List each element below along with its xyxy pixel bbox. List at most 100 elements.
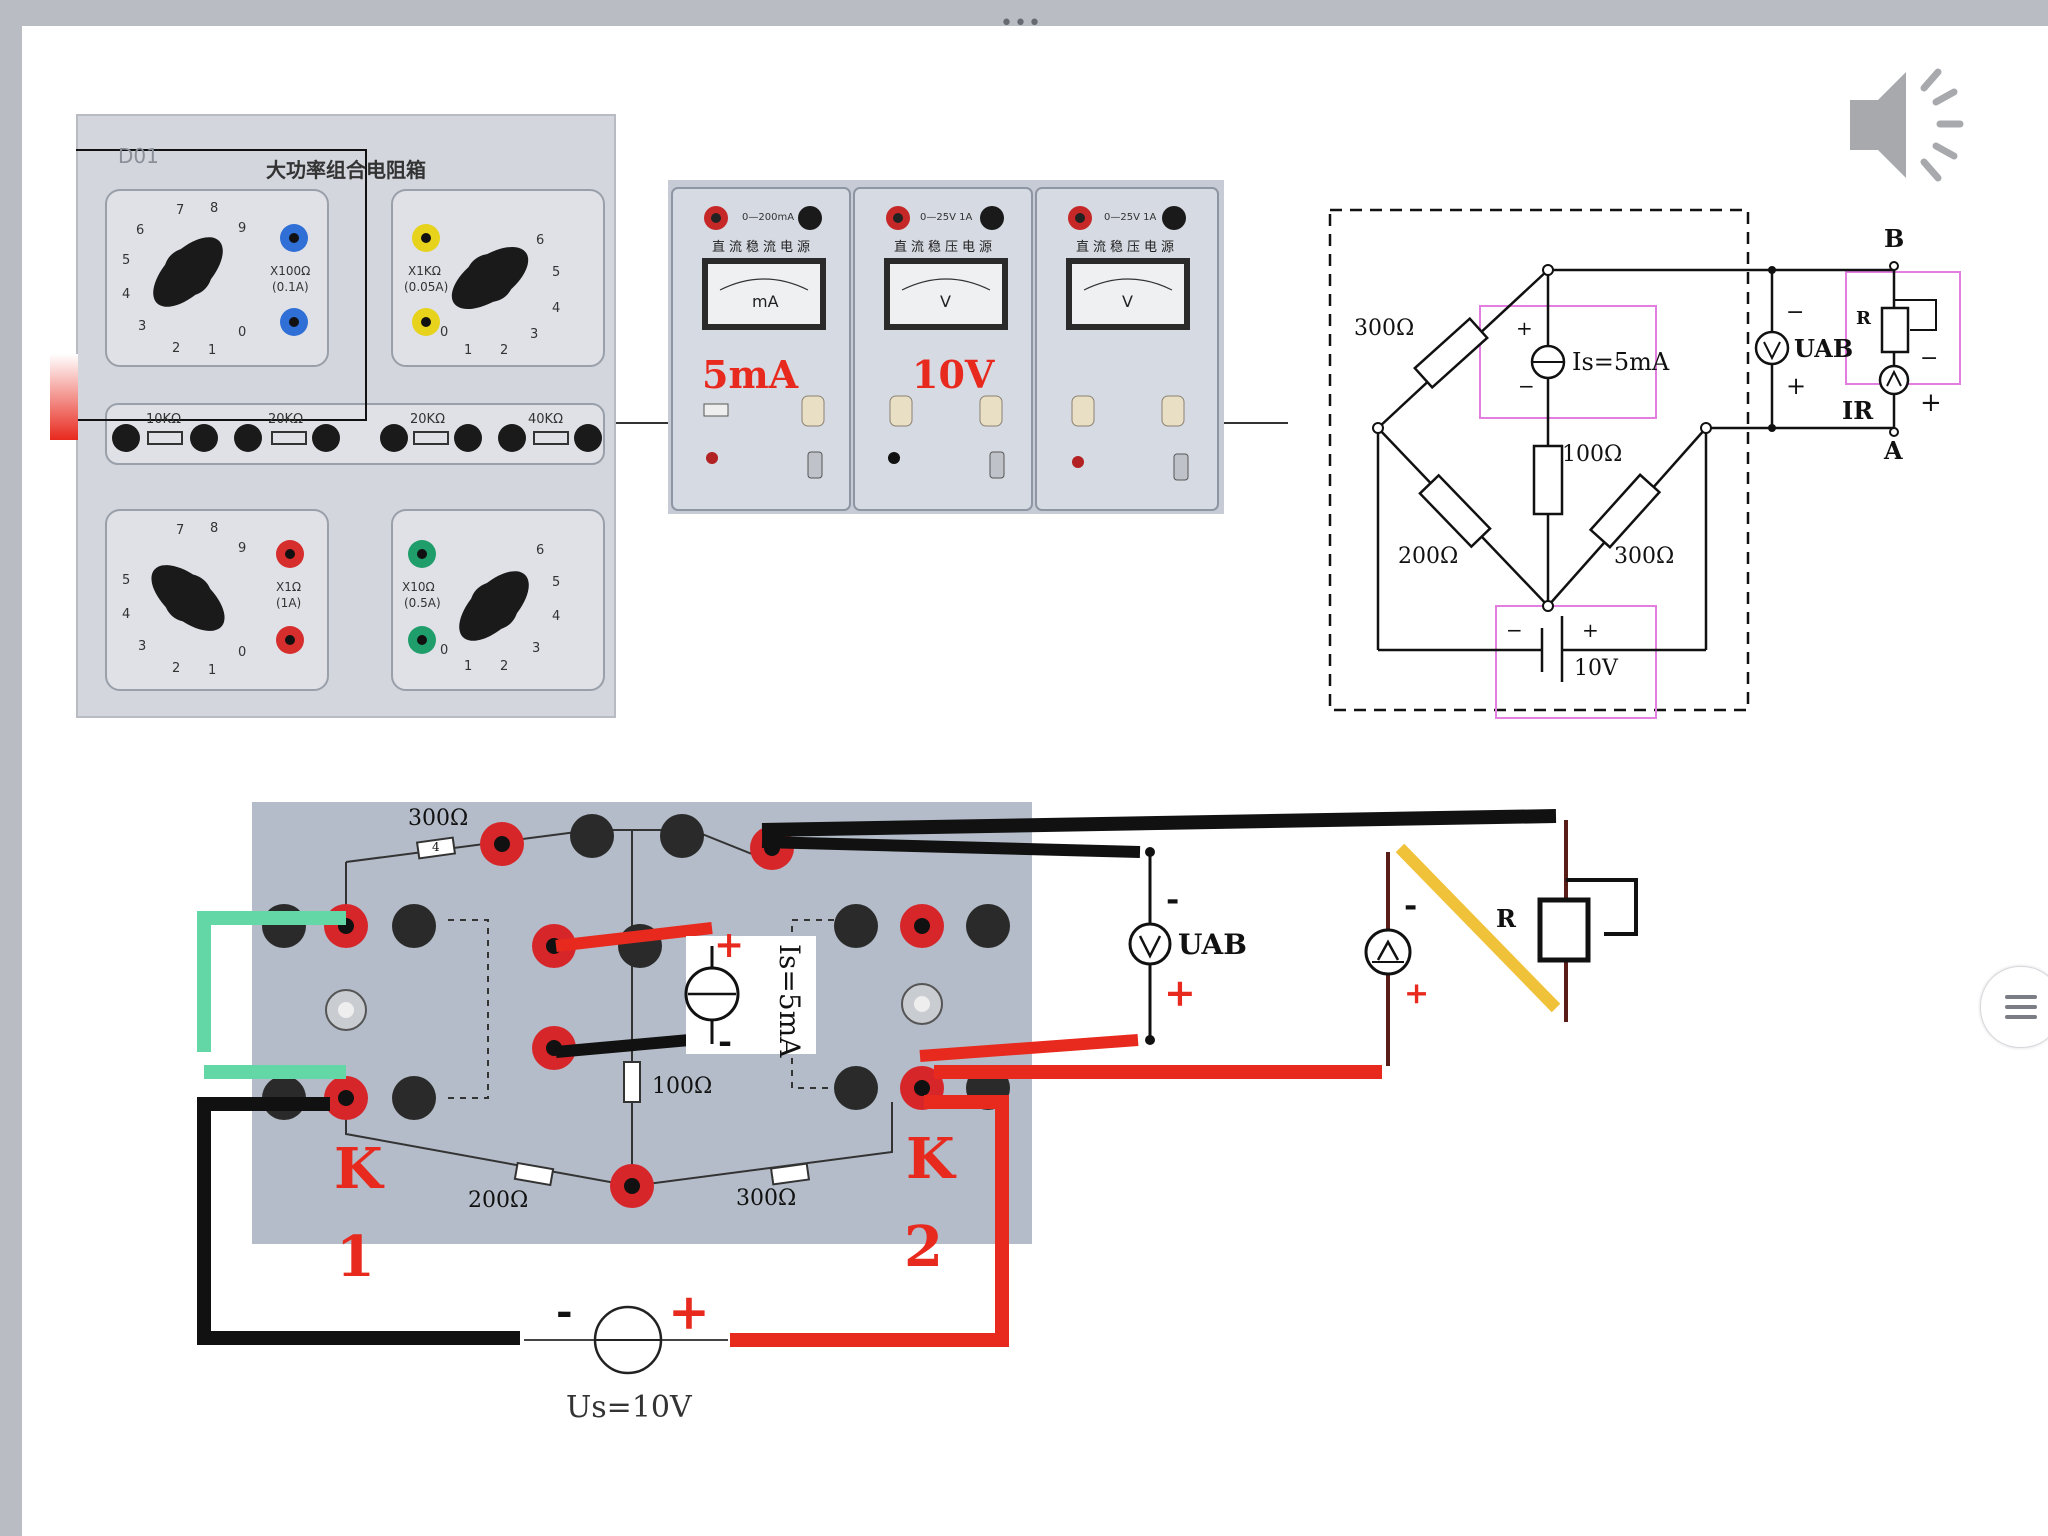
- svg-text:1: 1: [464, 343, 472, 358]
- speaker-icon[interactable]: [1848, 62, 1978, 188]
- connector-line: [616, 422, 668, 424]
- left-sidebar-strip: [0, 0, 22, 1536]
- svg-text:2: 2: [172, 661, 180, 676]
- svg-text:9: 9: [238, 541, 246, 556]
- menu-icon[interactable]: [1980, 966, 2048, 1048]
- minus-sign: -: [556, 1288, 573, 1335]
- current-source-label: Is=5mA: [1572, 348, 1670, 376]
- svg-text:3: 3: [138, 319, 146, 334]
- plus-sign: +: [1582, 618, 1599, 642]
- plus-sign: +: [714, 924, 745, 966]
- dial-current-label: (0.05A): [404, 280, 449, 294]
- range-label: 0—200mA: [742, 212, 795, 223]
- resistor-label: 300Ω: [1354, 316, 1415, 341]
- node-b-label: B: [1884, 224, 1905, 253]
- svg-text:0: 0: [440, 643, 448, 658]
- switch-k2-number: 2: [904, 1214, 943, 1280]
- resistor-label: 200Ω: [1398, 544, 1459, 569]
- svg-text:8: 8: [210, 201, 218, 216]
- svg-text:2: 2: [500, 659, 508, 674]
- svg-text:4: 4: [122, 607, 130, 622]
- panel-title: 直流稳流电源: [712, 240, 815, 255]
- panel-title: 直流稳压电源: [1076, 240, 1179, 255]
- svg-text:9: 9: [238, 221, 246, 236]
- meter-unit: mA: [752, 292, 779, 311]
- resistor-label: 300Ω: [1614, 544, 1675, 569]
- svg-text:5: 5: [552, 265, 560, 280]
- switch-k1-number: 1: [336, 1224, 375, 1290]
- svg-text:3: 3: [530, 327, 538, 342]
- minus-sign: -: [1166, 880, 1180, 918]
- dial-current-label: (1A): [276, 596, 302, 610]
- us-source-label: Us=10V: [566, 1390, 692, 1425]
- svg-text:6: 6: [536, 543, 544, 558]
- top-bar: [22, 0, 2048, 26]
- meter-unit: V: [1122, 292, 1133, 311]
- svg-text:2: 2: [172, 341, 180, 356]
- plus-sign: +: [1786, 372, 1807, 400]
- svg-text:3: 3: [532, 641, 540, 656]
- svg-text:5: 5: [122, 573, 130, 588]
- switch-k1-label: K: [334, 1136, 383, 1202]
- voltage-source-label: 10V: [1574, 656, 1618, 681]
- board-resistor-label: 100Ω: [652, 1074, 713, 1099]
- red-accent-bar: [50, 354, 78, 440]
- svg-text:7: 7: [176, 523, 184, 538]
- board-resistor-label: 300Ω: [736, 1186, 797, 1211]
- voltage-setting-label: 10V: [912, 352, 995, 397]
- svg-text:7: 7: [176, 203, 184, 218]
- fixed-resistor-label: 10KΩ: [146, 412, 182, 427]
- range-label: 0—25V 1A: [1104, 212, 1157, 223]
- connector-line: [1224, 422, 1288, 424]
- ammeter-current-label: IR: [1842, 396, 1874, 425]
- svg-text:4: 4: [122, 287, 130, 302]
- svg-text:5: 5: [552, 575, 560, 590]
- minus-sign: −: [1506, 618, 1523, 642]
- svg-text:4: 4: [552, 301, 560, 316]
- minus-sign: -: [718, 1022, 733, 1062]
- minus-sign: −: [1920, 346, 1939, 371]
- board-resistor-code: 4: [432, 840, 440, 854]
- svg-text:0: 0: [238, 325, 246, 340]
- wiring-current-source-label: Is=5mA: [773, 944, 806, 1058]
- fixed-resistor-label: 20KΩ: [410, 412, 446, 427]
- dial-range-label: X1Ω: [276, 580, 302, 594]
- minus-sign: -: [1404, 886, 1418, 924]
- resistor-box-model: D01: [118, 144, 159, 168]
- svg-text:6: 6: [536, 233, 544, 248]
- range-label: 0—25V 1A: [920, 212, 973, 223]
- wiring-rheostat-label: R: [1496, 904, 1516, 933]
- dial-current-label: (0.1A): [272, 280, 309, 294]
- svg-text:0: 0: [440, 325, 448, 340]
- power-supply-photo: 0—200mA 0—25V 1A 0—25V 1A 直流稳流电源 直流稳压电源 …: [668, 180, 1224, 514]
- svg-text:3: 3: [138, 639, 146, 654]
- resistor-label: 100Ω: [1562, 442, 1623, 467]
- switch-k2-label: K: [906, 1126, 955, 1192]
- minus-sign: −: [1786, 300, 1805, 325]
- dial-range-label: X1KΩ: [408, 264, 441, 278]
- rheostat-label: R: [1856, 308, 1871, 329]
- fixed-resistor-label: 20KΩ: [268, 412, 304, 427]
- fixed-resistor-label: 40KΩ: [528, 412, 564, 427]
- board-resistor-label: 200Ω: [468, 1188, 529, 1213]
- dial-range-label: X10Ω: [402, 580, 435, 594]
- svg-text:1: 1: [208, 663, 216, 678]
- plus-sign: +: [1164, 970, 1196, 1015]
- svg-text:8: 8: [210, 521, 218, 536]
- dial-range-label: X100Ω: [270, 264, 311, 278]
- svg-text:1: 1: [208, 343, 216, 358]
- meter-unit: V: [940, 292, 951, 311]
- plus-sign: +: [668, 1282, 710, 1341]
- plus-sign: +: [1404, 976, 1430, 1011]
- current-setting-label: 5mA: [702, 352, 799, 397]
- svg-text:2: 2: [500, 343, 508, 358]
- wiring-voltmeter-label: UAB: [1178, 928, 1247, 961]
- voltmeter-label: UAB: [1794, 334, 1854, 363]
- minus-sign: −: [1518, 374, 1535, 398]
- window-handle-dots[interactable]: •••: [1000, 11, 1042, 36]
- svg-text:4: 4: [552, 609, 560, 624]
- node-a-label: A: [1884, 436, 1903, 465]
- svg-text:0: 0: [238, 645, 246, 660]
- plus-sign: +: [1920, 388, 1942, 418]
- circuit-schematic: 300Ω 200Ω 100Ω 300Ω Is=5mA + − 10V − + U…: [1326, 200, 1966, 720]
